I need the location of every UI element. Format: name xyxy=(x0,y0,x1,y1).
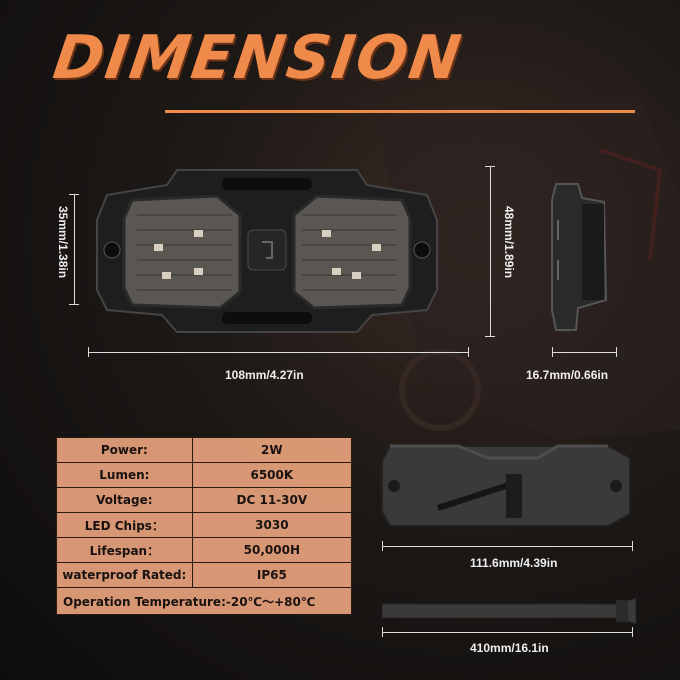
dimension-line-side-depth xyxy=(552,352,616,353)
dimension-line-base-length xyxy=(382,546,632,547)
tick xyxy=(69,194,79,195)
tick xyxy=(632,627,633,637)
spec-table: Power: 2W Lumen: 6500K Voltage: DC 11-30… xyxy=(56,437,353,615)
dimension-line-front-length xyxy=(88,352,468,353)
tick xyxy=(382,627,383,637)
spec-label: Power: xyxy=(56,437,193,463)
table-row: LED Chips： 3030 xyxy=(56,512,353,538)
spec-value: 2W xyxy=(191,437,353,463)
spec-label: Lifespan： xyxy=(56,537,193,563)
dimension-line-large-height xyxy=(490,166,491,336)
tick xyxy=(485,166,495,167)
tick xyxy=(632,541,633,551)
table-row: Lumen: 6500K xyxy=(56,462,353,488)
mounting-base-view xyxy=(381,444,631,527)
table-row: Power: 2W xyxy=(56,437,353,463)
strap-length-label: 410mm/16.1in xyxy=(470,641,549,655)
spec-value: 50,000H xyxy=(191,537,353,563)
front-length-label: 108mm/4.27in xyxy=(225,368,304,382)
spec-value: 6500K xyxy=(191,462,353,488)
spec-label: Voltage: xyxy=(56,487,193,513)
tick xyxy=(552,347,553,357)
table-row: waterproof Rated: IP65 xyxy=(56,562,353,588)
tick xyxy=(69,304,79,305)
light-pod-side-view xyxy=(551,183,608,331)
side-depth-label: 16.7mm/0.66in xyxy=(526,368,609,382)
large-height-label: 48mm/1.89in xyxy=(502,206,516,279)
spec-value: DC 11-30V xyxy=(191,487,353,513)
table-row: Operation Temperature:-20℃～+80℃ xyxy=(56,587,352,615)
page-title: DIMENSION xyxy=(49,23,467,93)
tick xyxy=(88,347,89,357)
base-length-label: 111.6mm/4.39in xyxy=(470,556,558,570)
dimension-line-small-height xyxy=(74,194,75,304)
operation-temperature: Operation Temperature:-20℃～+80℃ xyxy=(56,587,352,615)
spec-value: IP65 xyxy=(191,562,353,588)
spec-label: LED Chips： xyxy=(56,512,193,538)
spec-value: 3030 xyxy=(191,512,353,538)
tick xyxy=(616,347,617,357)
title-underline xyxy=(165,110,635,113)
spec-label: Lumen: xyxy=(56,462,193,488)
mounting-strap xyxy=(381,597,637,625)
tick xyxy=(485,336,495,337)
table-row: Voltage: DC 11-30V xyxy=(56,487,353,513)
dimension-line-strap-length xyxy=(382,632,632,633)
spec-label: waterproof Rated: xyxy=(56,562,193,588)
small-height-label: 35mm/1.38in xyxy=(56,206,70,279)
tick xyxy=(468,347,469,357)
light-pod-front-view xyxy=(96,169,438,333)
tick xyxy=(382,541,383,551)
table-row: Lifespan： 50,000H xyxy=(56,537,353,563)
